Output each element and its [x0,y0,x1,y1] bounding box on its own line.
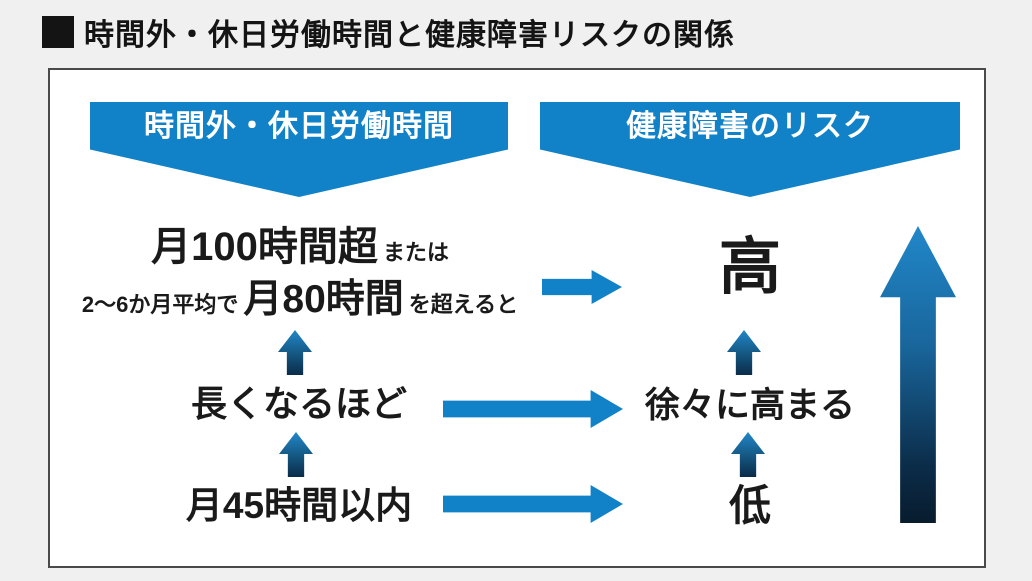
hours-top-line1: 月100時間超 または [50,222,550,278]
hours-bottom-label: 月45時間以内 [185,485,413,526]
hours-top-line2-suffix: を超えると [408,292,519,317]
hours-middle-label: 長くなるほど [190,383,407,424]
risk-middle-label: 徐々に高まる [644,386,855,425]
page-title: 時間外・休日労働時間と健康障害リスクの関係 [84,19,735,52]
risk-high-label: 高 [718,233,781,302]
hours-top-line1-suffix: または [382,240,449,265]
page-title-row: 時間外・休日労働時間と健康障害リスクの関係 [42,10,735,54]
hours-top-line1-main: 月100時間超 [151,225,378,269]
hours-top-block: 月100時間超 または 2〜6か月平均で 月80時間 を超えると [50,222,550,327]
banner-health-risk-label: 健康障害のリスク [626,110,874,143]
banner-overtime-hours-label: 時間外・休日労働時間 [144,110,454,143]
title-square-marker-icon [42,16,74,48]
risk-low-label: 低 [728,482,771,529]
hours-top-line2: 2〜6か月平均で 月80時間 を超えると [50,278,550,327]
hours-top-line2-prefix: 2〜6か月平均で [81,292,239,317]
hours-top-line2-main: 月80時間 [243,278,404,321]
